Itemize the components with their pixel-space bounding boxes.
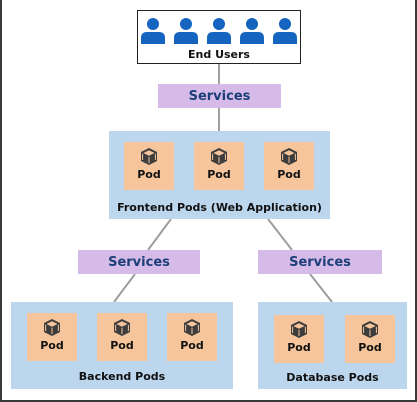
backend-pod: Pod — [27, 313, 77, 361]
user-icon — [240, 18, 264, 44]
end-users-icons — [138, 17, 300, 45]
frontend-pod: Pod — [264, 142, 314, 190]
cube-icon — [281, 148, 297, 165]
cube-icon — [184, 319, 200, 336]
pod-label: Pod — [358, 341, 382, 354]
connector-frontend-left-services — [147, 218, 172, 251]
backend-pods-group: Pod Pod Pod Backend Pods — [11, 302, 233, 389]
user-icon — [174, 18, 198, 44]
database-pod: Pod — [345, 315, 395, 363]
cube-icon — [291, 321, 307, 338]
end-users-label: End Users — [188, 48, 250, 61]
end-users-box: End Users — [137, 10, 301, 64]
cube-icon — [211, 148, 227, 165]
services-top-label: Services — [188, 88, 251, 104]
frontend-pod: Pod — [194, 142, 244, 190]
user-icon — [141, 18, 165, 44]
pod-label: Pod — [207, 168, 231, 181]
pod-label: Pod — [180, 339, 204, 352]
connector-frontend-right-services — [267, 218, 293, 251]
services-left-label: Services — [108, 254, 170, 270]
frontend-pods-group: Pod Pod Pod Frontend Pods (Web Applicati… — [109, 131, 330, 219]
frontend-pods-label: Frontend Pods (Web Application) — [117, 201, 322, 214]
backend-pod: Pod — [97, 313, 147, 361]
backend-pods-label: Backend Pods — [78, 370, 166, 383]
database-pod: Pod — [274, 315, 324, 363]
cube-icon — [362, 321, 378, 338]
user-icon — [273, 18, 297, 44]
services-right: Services — [258, 250, 382, 274]
cube-icon — [44, 319, 60, 336]
database-pods-label: Database Pods — [286, 371, 379, 384]
pod-label: Pod — [137, 168, 161, 181]
frontend-pod: Pod — [124, 142, 174, 190]
pod-label: Pod — [287, 341, 311, 354]
cube-icon — [141, 148, 157, 165]
pod-label: Pod — [277, 168, 301, 181]
services-right-label: Services — [289, 254, 351, 270]
connector-left-services-backend — [113, 273, 136, 303]
services-top: Services — [158, 84, 281, 108]
pod-label: Pod — [110, 339, 134, 352]
backend-pod: Pod — [167, 313, 217, 361]
cube-icon — [114, 319, 130, 336]
user-icon — [207, 18, 231, 44]
connector-right-services-database — [309, 273, 333, 303]
pod-label: Pod — [40, 339, 64, 352]
database-pods-group: Pod Pod Database Pods — [258, 302, 407, 389]
services-left: Services — [78, 250, 200, 274]
